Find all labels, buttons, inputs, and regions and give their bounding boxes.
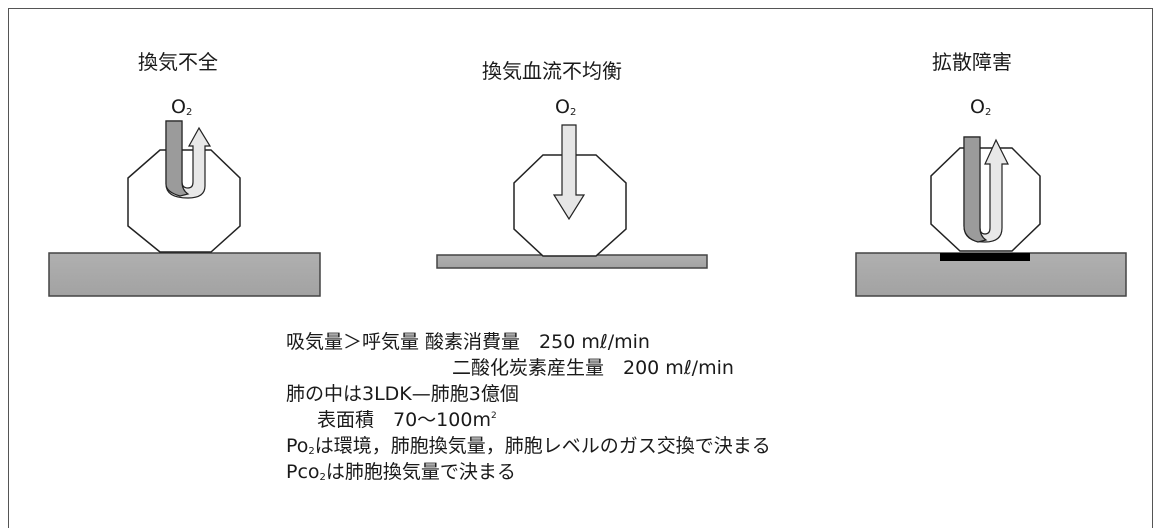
alveolus-right <box>930 147 1041 252</box>
o2-label-left: O2 <box>171 96 193 118</box>
note-line-3: 肺の中は3LDK—肺胞3億個 <box>286 383 519 405</box>
title-va-q-mismatch: 換気血流不均衡 <box>482 59 622 83</box>
o2-label-center: O2 <box>555 96 577 118</box>
alveolus-left <box>127 149 241 253</box>
capillary-slab-center <box>436 254 708 269</box>
note-line-2: 二酸化炭素産生量 200 mℓ/min <box>452 357 734 379</box>
note-line-4: 表面積 70～100m2 <box>317 409 497 431</box>
note-line-6: Pco2は肺胞換気量で決まる <box>286 461 516 483</box>
title-ventilation-failure: 換気不全 <box>138 50 218 74</box>
diagram-frame <box>8 8 1153 528</box>
o2-label-right: O2 <box>970 96 992 118</box>
capillary-slab-left <box>48 252 321 297</box>
panel-right <box>855 136 1127 297</box>
thickened-membrane-right <box>940 253 1030 261</box>
note-line-5: Po2は環境，肺胞換気量，肺胞レベルのガス交換で決まる <box>286 435 771 457</box>
title-diffusion-impairment: 拡散障害 <box>932 50 1012 74</box>
o2-inflow-right <box>963 136 988 243</box>
panel-center <box>436 124 708 269</box>
o2-inflow-left <box>165 120 190 197</box>
note-line-1: 吸気量＞呼気量 酸素消費量 250 mℓ/min <box>286 331 650 353</box>
o2-flow-arrow-center <box>552 124 586 221</box>
panel-left <box>48 120 321 297</box>
